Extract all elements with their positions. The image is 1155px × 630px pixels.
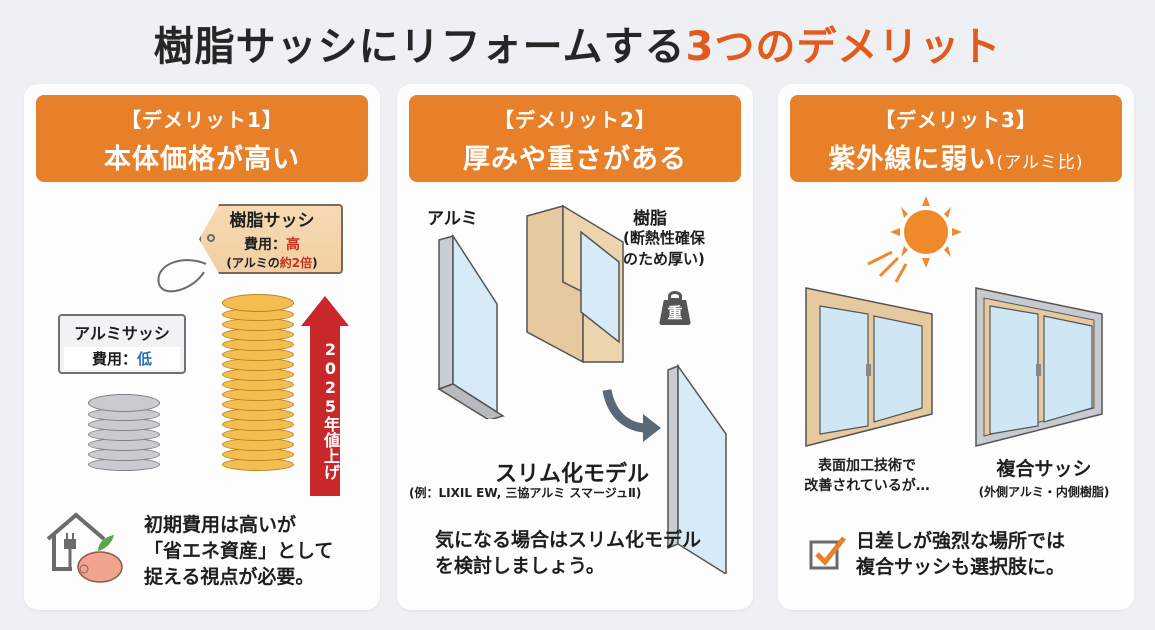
page-title: 樹脂サッシにリフォームする3つのデメリット <box>0 14 1155 72</box>
checkbox-check-icon <box>809 536 846 570</box>
note-line: 日差しが強烈な場所では <box>856 530 1066 552</box>
arrow-label: 2025年値上げ <box>321 340 340 480</box>
note-line: 捉える視点が必要。 <box>144 566 315 588</box>
resin-frame-icon <box>526 204 624 364</box>
card-title-suffix: (アルミ比) <box>996 153 1084 173</box>
resin-window-icon <box>805 287 933 447</box>
price-increase-arrow-icon: 2025年値上げ <box>301 296 349 496</box>
tag-string-icon <box>157 259 207 293</box>
note-line: 複合サッシも選択肢に。 <box>856 556 1066 578</box>
house-piggy-bank-icon <box>46 512 123 583</box>
aluminum-price-tag: アルミサッシ 費用：低 <box>58 314 186 374</box>
card-header: 【デメリット3】 紫外線に弱い(アルミ比) <box>790 95 1122 182</box>
resin-sub-line: (断熱性確保 <box>623 229 705 247</box>
weight-icon: 重 <box>655 291 695 325</box>
composite-window-icon <box>975 287 1103 447</box>
card-number: 【デメリット1】 <box>121 108 283 132</box>
composite-sash-title: 複合サッシ <box>996 458 1092 480</box>
card-title: 厚みや重さがある <box>463 144 687 175</box>
card-note: 気になる場合はスリム化モデル を検討しましょう。 <box>435 527 701 579</box>
left-window-caption: 表面加工技術で 改善されているが… <box>792 456 942 496</box>
caption-line: 改善されているが… <box>804 478 930 494</box>
card-note: 初期費用は高いが 「省エネ資産」として 捉える視点が必要。 <box>144 512 333 590</box>
card-note: 日差しが強烈な場所では 複合サッシも選択肢に。 <box>856 528 1065 580</box>
resin-sub-line: のため厚い) <box>623 250 705 268</box>
resin-cost-label: 費用： <box>244 237 286 253</box>
card-demerit-2: 【デメリット2】 厚みや重さがある アルミ 樹脂 (断熱性確保 のため厚い) 重… <box>397 84 753 610</box>
aluminum-frame-icon <box>437 234 505 419</box>
aluminum-label: アルミ <box>427 209 478 229</box>
card-demerit-3: 【デメリット3】 紫外線に弱い(アルミ比) 表面 <box>778 84 1134 610</box>
slim-frame-icon <box>667 364 727 574</box>
resin-tag-name: 樹脂サッシ <box>229 211 315 231</box>
aluminum-cost-value: 低 <box>137 350 153 368</box>
card-title: 本体価格が高い <box>104 144 300 175</box>
caption-line: 表面加工技術で <box>818 458 916 474</box>
resin-tag-text: 樹脂サッシ 費用：高 (アルミの約2倍) <box>207 206 337 271</box>
slim-model-example: (例：LIXIL EW, 三協アルミ スマージュⅡ) <box>409 486 642 500</box>
resin-note-value: 約2倍 <box>279 256 313 270</box>
aluminum-cost-label: 費用： <box>91 350 137 368</box>
sun-icon <box>867 196 962 283</box>
right-window-caption: 複合サッシ (外側アルミ・内側樹脂) <box>964 454 1124 500</box>
resin-note-suffix: ) <box>312 256 318 270</box>
card-header: 【デメリット2】 厚みや重さがある <box>409 95 741 182</box>
composite-sash-sub: (外側アルミ・内側樹脂) <box>978 485 1110 499</box>
resin-label: 樹脂 <box>633 209 667 229</box>
title-main: 樹脂サッシにリフォームする <box>153 24 686 70</box>
title-accent: 3つのデメリット <box>685 24 1002 70</box>
resin-note-prefix: (アルミの <box>226 256 280 270</box>
note-line: を検討しましょう。 <box>435 555 605 577</box>
card-demerit-1: 【デメリット1】 本体価格が高い 樹脂サッシ 費用：高 (アルミの約2倍) アル… <box>24 84 380 610</box>
curved-arrow-icon <box>602 389 661 442</box>
card-header: 【デメリット1】 本体価格が高い <box>36 95 368 182</box>
resin-sub-label: (断熱性確保 のため厚い) <box>623 228 705 270</box>
weight-icon-label: 重 <box>659 300 691 325</box>
note-line: 初期費用は高いが <box>144 514 297 536</box>
card-number: 【デメリット2】 <box>494 108 656 132</box>
note-line: 気になる場合はスリム化モデル <box>435 529 702 551</box>
note-line: 「省エネ資産」として <box>144 540 334 562</box>
resin-price-tag <box>199 204 343 274</box>
resin-cost-value: 高 <box>286 237 300 253</box>
card-title: 紫外線に弱い <box>828 144 997 175</box>
aluminum-tag-name: アルミサッシ <box>74 324 170 343</box>
slim-model-label: スリム化モデル <box>495 462 650 487</box>
card-number: 【デメリット3】 <box>875 108 1037 132</box>
tag-hole-icon <box>207 234 215 242</box>
